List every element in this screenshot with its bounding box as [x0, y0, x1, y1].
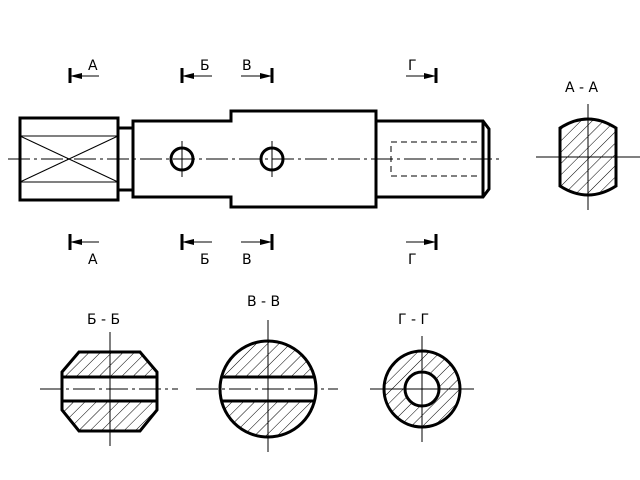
section-b-b: Б - Б	[40, 312, 178, 446]
arrowhead	[182, 239, 194, 245]
section-a-outline	[558, 117, 618, 197]
shaft-body	[131, 109, 378, 209]
arrowhead	[70, 239, 82, 245]
section-a-a: А - А	[536, 80, 640, 210]
cut-label-b-top: Б	[200, 58, 210, 74]
arrowhead	[424, 239, 436, 245]
arrowhead	[182, 73, 194, 79]
cut-label-g-bottom: Г	[408, 252, 417, 268]
arrowhead	[70, 73, 82, 79]
section-b-b-title: Б - Б	[87, 312, 120, 328]
cutting-plane-marks	[68, 68, 438, 250]
cut-label-v-bottom: В	[242, 252, 252, 268]
section-a-a-title: А - А	[565, 80, 599, 96]
section-g-g-title: Г - Г	[398, 312, 429, 328]
arrowhead	[260, 73, 272, 79]
section-v-v-title: В - В	[247, 294, 280, 310]
section-g-g: Г - Г	[370, 312, 474, 442]
arrowhead	[424, 73, 436, 79]
shaft-main-view	[8, 109, 502, 209]
cut-label-v-top: В	[242, 58, 252, 74]
cut-label-g-top: Г	[408, 58, 417, 74]
section-v-v: В - В	[196, 294, 338, 452]
section-b-outline	[60, 350, 159, 433]
cut-label-a-bottom: А	[88, 252, 98, 268]
arrowhead	[260, 239, 272, 245]
cut-label-b-bottom: Б	[200, 252, 210, 268]
cut-label-a-top: А	[88, 58, 98, 74]
